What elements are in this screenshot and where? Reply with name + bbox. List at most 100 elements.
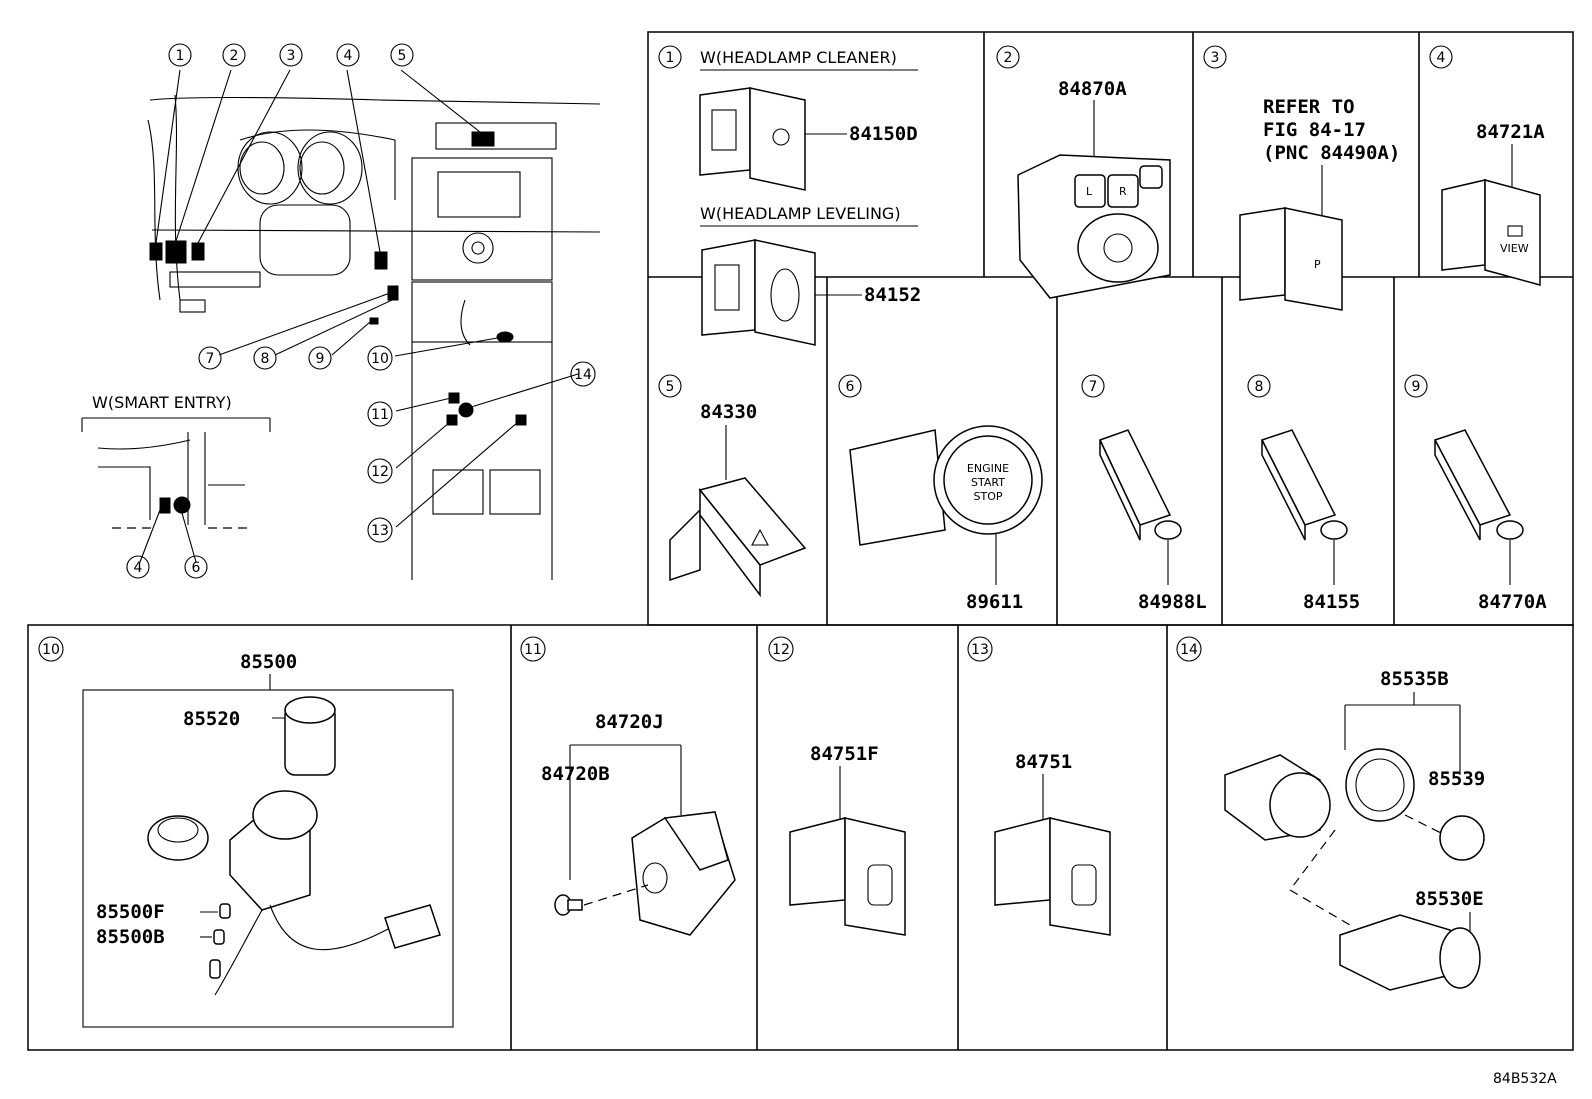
outlet-cap-85539 <box>1439 815 1485 861</box>
part-85535B: 85535B <box>1380 668 1449 690</box>
pwr-switch: P <box>1239 207 1343 311</box>
mirror-switch: L R <box>1017 154 1171 299</box>
screw-84720B <box>554 894 583 916</box>
switch-84770A <box>1433 429 1524 541</box>
svg-text:L: L <box>1086 185 1093 198</box>
callout-2: 2 <box>222 43 246 67</box>
panel-grid <box>27 31 1574 1051</box>
svg-text:12: 12 <box>371 464 389 480</box>
svg-text:13: 13 <box>371 523 389 539</box>
part-84751: 84751 <box>1015 751 1072 773</box>
callout-7: 7 <box>198 346 222 370</box>
callout-1: 1 <box>168 43 192 67</box>
dashboard-overview <box>81 69 601 580</box>
svg-text:4: 4 <box>1437 50 1446 66</box>
svg-text:P: P <box>1314 258 1321 271</box>
callout-5: 5 <box>390 43 414 67</box>
panel-9: 9 84770A <box>1404 374 1547 613</box>
refer-line-3: (PNC 84490A) <box>1263 142 1400 164</box>
callout-14: 14 <box>570 361 596 387</box>
caption-headlamp-cleaner: W(HEADLAMP CLEANER) <box>700 48 897 67</box>
svg-text:11: 11 <box>524 642 542 658</box>
switch-84155 <box>1260 429 1348 541</box>
part-85539: 85539 <box>1428 768 1485 790</box>
panel-11: 11 84720J 84720B <box>520 636 736 936</box>
callout-4: 4 <box>336 43 360 67</box>
svg-text:3: 3 <box>287 48 296 64</box>
part-84330: 84330 <box>700 401 757 423</box>
part-85500: 85500 <box>240 651 297 673</box>
svg-text:VIEW: VIEW <box>1500 242 1529 255</box>
svg-text:1: 1 <box>176 48 185 64</box>
callout-9: 9 <box>308 346 332 370</box>
svg-text:10: 10 <box>371 351 389 367</box>
svg-text:2: 2 <box>230 48 239 64</box>
refer-line-1: REFER TO <box>1263 96 1355 118</box>
part-84152: 84152 <box>864 284 921 306</box>
svg-text:7: 7 <box>1089 379 1098 395</box>
part-84988L: 84988L <box>1138 591 1207 613</box>
panel-1: 1 W(HEADLAMP CLEANER) 84150D W(HEADLAMP … <box>658 45 921 346</box>
svg-text:14: 14 <box>1180 642 1198 658</box>
outlet-cover-85535B <box>1345 748 1415 822</box>
part-85500B: 85500B <box>96 926 165 948</box>
diagram-id: 84B532A <box>1493 1071 1557 1087</box>
part-84751F: 84751F <box>810 743 879 765</box>
svg-text:4: 4 <box>134 560 143 576</box>
part-85500F: 85500F <box>96 901 165 923</box>
svg-text:10: 10 <box>42 642 60 658</box>
svg-text:STOP: STOP <box>974 490 1003 503</box>
panel-8: 8 84155 <box>1247 374 1360 613</box>
part-84720B: 84720B <box>541 763 610 785</box>
svg-text:5: 5 <box>666 379 675 395</box>
svg-text:R: R <box>1119 185 1127 198</box>
seat-heater-switch-13 <box>994 817 1111 936</box>
cigar-lighter-plug <box>284 696 336 776</box>
switch-84720J <box>631 811 736 936</box>
svg-text:8: 8 <box>261 351 270 367</box>
panel-7: 7 84988L <box>1081 374 1207 613</box>
panel-13: 13 84751 <box>967 636 1111 936</box>
svg-text:6: 6 <box>192 560 201 576</box>
svg-text:1: 1 <box>666 50 675 66</box>
callout-12: 12 <box>367 458 393 484</box>
callout-10: 10 <box>367 345 393 371</box>
part-84770A: 84770A <box>1478 591 1547 613</box>
callout-11: 11 <box>367 401 393 427</box>
panel-5: 5 84330 <box>658 374 807 598</box>
retainer-ring <box>147 815 209 861</box>
engine-start-button: ENGINE START STOP <box>849 425 1043 546</box>
inset-callout-6: 6 <box>184 555 208 579</box>
headlamp-cleaner-switch <box>699 87 806 191</box>
power-outlet-socket <box>1224 754 1331 841</box>
svg-text:7: 7 <box>206 351 215 367</box>
svg-text:9: 9 <box>1412 379 1421 395</box>
svg-text:12: 12 <box>772 642 790 658</box>
part-85530E: 85530E <box>1415 888 1484 910</box>
part-84870A: 84870A <box>1058 78 1127 100</box>
part-84720J: 84720J <box>595 711 664 733</box>
refer-line-2: FIG 84-17 <box>1263 119 1366 141</box>
svg-text:6: 6 <box>846 379 855 395</box>
panel-10: 10 85500 85520 85500F 85500B <box>38 636 454 1028</box>
panel-3: 3 REFER TO FIG 84-17 (PNC 84490A) P <box>1203 45 1400 311</box>
part-84150D: 84150D <box>849 123 918 145</box>
inset-callout-4: 4 <box>126 555 150 579</box>
svg-text:9: 9 <box>316 351 325 367</box>
panel-14: 14 85535B 85539 85530E <box>1176 636 1485 991</box>
hazard-switch <box>669 477 807 598</box>
svg-text:2: 2 <box>1004 50 1013 66</box>
smart-entry-label: W(SMART ENTRY) <box>92 393 232 412</box>
svg-text:3: 3 <box>1211 50 1220 66</box>
callout-8: 8 <box>253 346 277 370</box>
svg-text:8: 8 <box>1255 379 1264 395</box>
part-89611: 89611 <box>966 591 1023 613</box>
panel-4: 4 84721A VIEW <box>1429 45 1545 286</box>
overview-callouts: 1 2 3 4 5 7 8 9 10 11 12 13 14 4 6 <box>126 43 596 579</box>
lighter-socket <box>214 790 441 996</box>
outlet-body-85530E <box>1339 914 1481 991</box>
svg-text:5: 5 <box>398 48 407 64</box>
part-84721A: 84721A <box>1476 121 1545 143</box>
part-85520: 85520 <box>183 708 240 730</box>
